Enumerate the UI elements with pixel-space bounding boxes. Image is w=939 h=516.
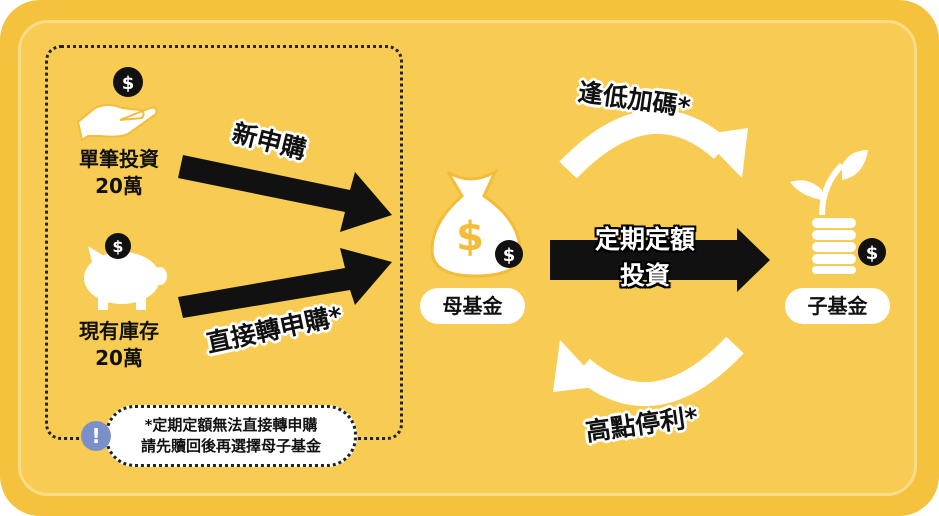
regular-investment-arrow [550,228,770,292]
parent-fund-label: 母基金 [420,288,525,324]
direct-switch-arrow [178,248,392,318]
existing-holdings-label: 現有庫存 20萬 [79,319,159,370]
note-box: *定期定額無法直接轉申購 請先贖回後再選擇母子基金 [105,405,357,467]
buy-low-curved-arrow [559,109,748,179]
note-line-1: *定期定額無法直接轉申購 [144,416,318,434]
new-subscription-arrow [178,155,392,232]
note-line-2: 請先贖回後再選擇母子基金 [140,437,321,455]
svg-text:$: $ [112,237,123,256]
regular-investment-label: 定期定額 投資 [594,225,695,290]
svg-text:$: $ [503,245,516,266]
hand-coin-icon: $ [76,67,158,142]
svg-text:$: $ [866,243,879,264]
plant-coins-icon: $ [790,150,886,274]
svg-text:$: $ [122,73,135,94]
svg-text:$: $ [456,214,484,260]
child-fund-label: 子基金 [785,288,890,324]
money-bag-icon: $ $ [430,168,523,278]
info-icon: ! [81,421,111,451]
piggy-bank-icon: $ [84,233,167,310]
single-investment-label: 單筆投資 20萬 [79,147,159,198]
take-profit-curved-arrow [553,336,744,407]
